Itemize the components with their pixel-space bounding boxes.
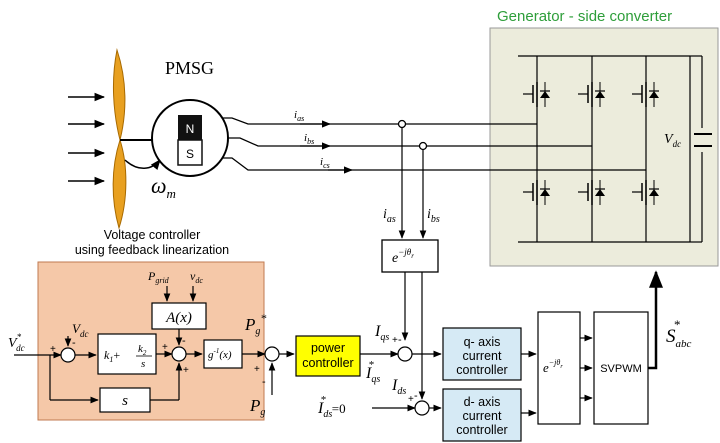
svg-text:+: + (50, 344, 56, 355)
svg-text:N: N (186, 122, 195, 136)
svg-text:e−jθr: e−jθr (543, 358, 563, 375)
tap-b (418, 141, 428, 151)
vc-caption-line1: Voltage controller (104, 228, 201, 242)
magnet-south (177, 139, 203, 166)
turbine-blade-bottom (112, 138, 127, 230)
iqs-ref-label: Iqs* (365, 359, 380, 385)
svg-text:-: - (262, 376, 266, 388)
svg-text:+: + (183, 365, 189, 376)
svg-text:q- axis: q- axis (464, 335, 501, 349)
phase-line-c (222, 157, 518, 171)
svg-text:controller: controller (302, 356, 353, 370)
svg-text:d- axis: d- axis (464, 395, 501, 409)
converter-panel (489, 27, 719, 267)
pg-label: Pg (249, 396, 265, 418)
svg-text:g-1(x): g-1(x) (208, 347, 232, 361)
svg-text:current: current (463, 409, 502, 423)
ias-top-label: ias (294, 109, 304, 123)
q-axis-controller-block (442, 327, 522, 381)
vdc-in-label: vdc (190, 269, 203, 285)
ids-label: Ids (391, 377, 406, 397)
ginv-block (203, 339, 243, 369)
inverse-park-block (537, 311, 581, 425)
pgrid-label: Pgrid (147, 269, 170, 285)
svg-text:SVPWM: SVPWM (600, 363, 642, 375)
svg-text:+: + (392, 335, 398, 346)
vdc-ref-label: V*dc (8, 332, 25, 353)
svg-text:+: + (254, 364, 260, 375)
s-block (99, 387, 151, 413)
omega-m-label: ωm (151, 173, 176, 201)
converter-leg-a (522, 56, 551, 242)
svg-text:-: - (414, 390, 418, 402)
sum-junction-power (264, 346, 280, 362)
sum-junction-q (397, 346, 413, 362)
magnet-north (178, 115, 202, 140)
svg-text:power: power (311, 341, 345, 355)
rotation-arrow (124, 159, 161, 171)
svg-text:-: - (182, 335, 186, 347)
ibs-top-label: ibs (304, 132, 314, 146)
svg-text:controller: controller (456, 423, 507, 437)
park-transform-block (381, 239, 439, 273)
sum-junction-1 (60, 347, 76, 363)
gate-signal-arrow (648, 270, 663, 370)
turbine-blade-top (112, 48, 126, 141)
ax-block (151, 302, 207, 330)
svg-text:+: + (408, 394, 414, 405)
svg-text:k1+: k1+ (104, 348, 120, 364)
vdc-fb-label: Vdc (72, 321, 88, 339)
svg-text:S: S (186, 147, 194, 161)
svpwm-block (593, 311, 649, 425)
pg-ref-label: Pg* (244, 311, 266, 337)
svg-text:controller: controller (456, 363, 507, 377)
svg-text:k2: k2 (138, 343, 147, 357)
power-controller-block (295, 335, 361, 377)
ids-ref-label: Ids*=0 (317, 394, 346, 420)
svg-text:current: current (463, 349, 502, 363)
svg-text:-: - (398, 334, 402, 346)
svg-text:e−jθr: e−jθr (392, 247, 414, 266)
iqs-label: Iqs (374, 323, 389, 343)
svg-text:+: + (162, 342, 168, 353)
phase-line-a (222, 117, 518, 125)
phase-line-b (228, 137, 518, 147)
sum-junction-2 (171, 346, 187, 362)
tap-a (397, 119, 407, 129)
pi-block (97, 333, 157, 375)
svg-text:s: s (141, 358, 145, 370)
vc-caption-line2: using feedback linearization (75, 243, 229, 257)
converter-title: Generator - side converter (497, 8, 672, 25)
d-axis-controller-block (442, 388, 522, 442)
converter-leg-c (631, 56, 660, 242)
sabc-label: Sabc* (666, 317, 692, 350)
svg-text:s: s (122, 393, 128, 409)
ias-label: ias (383, 207, 396, 225)
svg-text:-: - (72, 337, 76, 349)
vdc-label: Vdc (664, 132, 681, 149)
sum-junction-d (414, 400, 430, 416)
wind-arrows (68, 92, 106, 186)
ics-top-label: ics (320, 156, 330, 170)
converter-leg-b (577, 56, 606, 242)
svg-text:A(x): A(x) (165, 310, 192, 326)
pmsg-label: PMSG (165, 58, 214, 78)
ibs-label: ibs (427, 207, 440, 225)
